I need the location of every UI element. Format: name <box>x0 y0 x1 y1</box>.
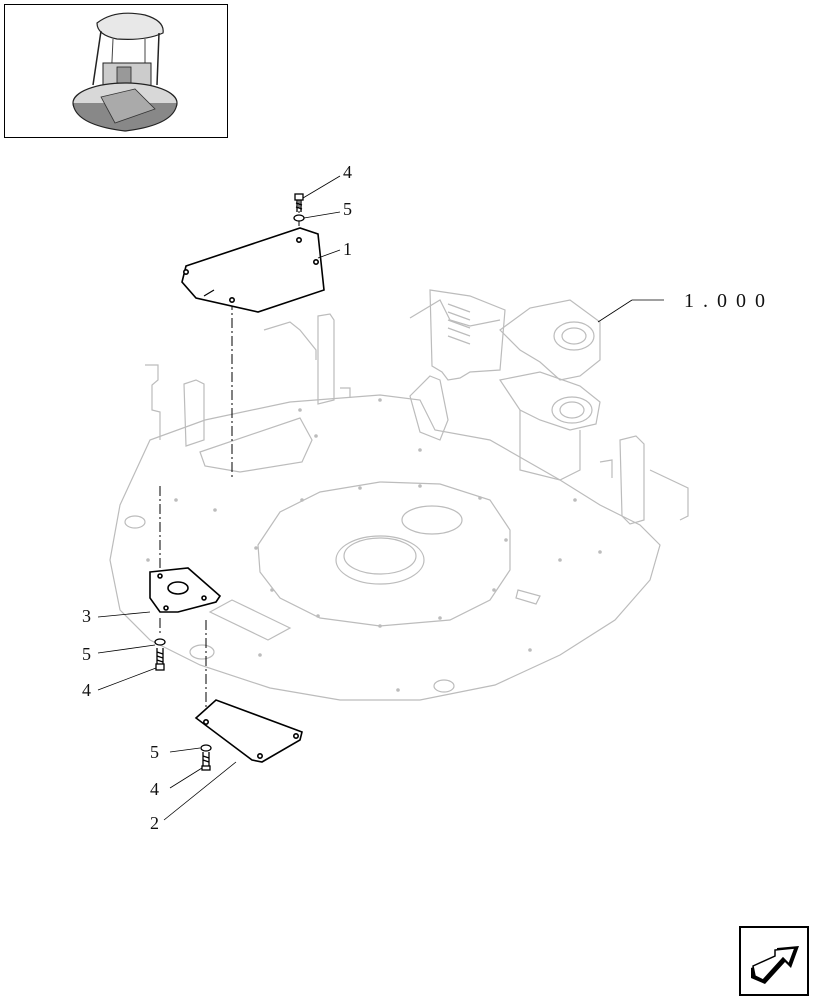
callout-4-top: 4 <box>343 162 352 182</box>
cover-plate-2 <box>194 699 303 763</box>
cover-plate-1 <box>181 227 325 313</box>
callout-4-bottom: 4 <box>150 779 159 799</box>
frame-plate-outline <box>109 394 661 701</box>
callout-4-mid: 4 <box>82 680 91 700</box>
bolt-mid <box>154 638 166 671</box>
bolt-top <box>293 193 305 222</box>
machine-thumbnail <box>4 4 228 138</box>
callout-3: 3 <box>82 606 91 626</box>
machine-overview-icon <box>72 12 178 132</box>
callout-2: 2 <box>150 813 159 833</box>
callout-1: 1 <box>343 239 352 259</box>
callout-5-mid: 5 <box>82 644 91 664</box>
reference-label: 1.000 <box>684 290 774 312</box>
bolt-bottom <box>200 744 212 771</box>
callout-5-bottom: 5 <box>150 742 159 762</box>
bracket-plate-3 <box>149 567 222 613</box>
callout-5-top: 5 <box>343 199 352 219</box>
next-page-button[interactable] <box>739 926 809 996</box>
turntable-outline <box>257 481 511 627</box>
next-page-arrow-icon <box>751 946 799 984</box>
